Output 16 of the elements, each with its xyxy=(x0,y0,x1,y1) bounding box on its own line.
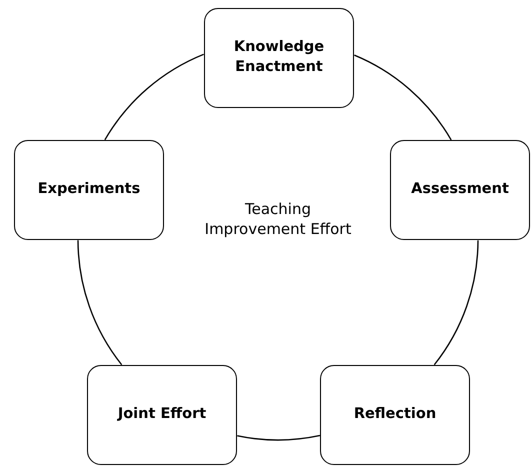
connector-arc xyxy=(354,54,452,140)
connector-arc xyxy=(77,240,122,366)
rounded-box xyxy=(390,140,530,240)
rounded-box xyxy=(320,365,470,465)
node-label: Knowledge Enactment xyxy=(232,38,326,77)
rounded-box xyxy=(14,140,164,240)
node-label: Experiments xyxy=(38,180,140,200)
connector-arc xyxy=(434,240,479,366)
node-label: Joint Effort xyxy=(118,405,206,424)
center-label: Teaching Improvement Effort xyxy=(204,200,352,239)
node-label: Assessment xyxy=(411,180,509,200)
connector-arc xyxy=(237,434,320,441)
connector-arc xyxy=(104,54,204,140)
rounded-box xyxy=(87,365,237,465)
rounded-box xyxy=(204,8,354,108)
node-label: Reflection xyxy=(354,405,436,424)
